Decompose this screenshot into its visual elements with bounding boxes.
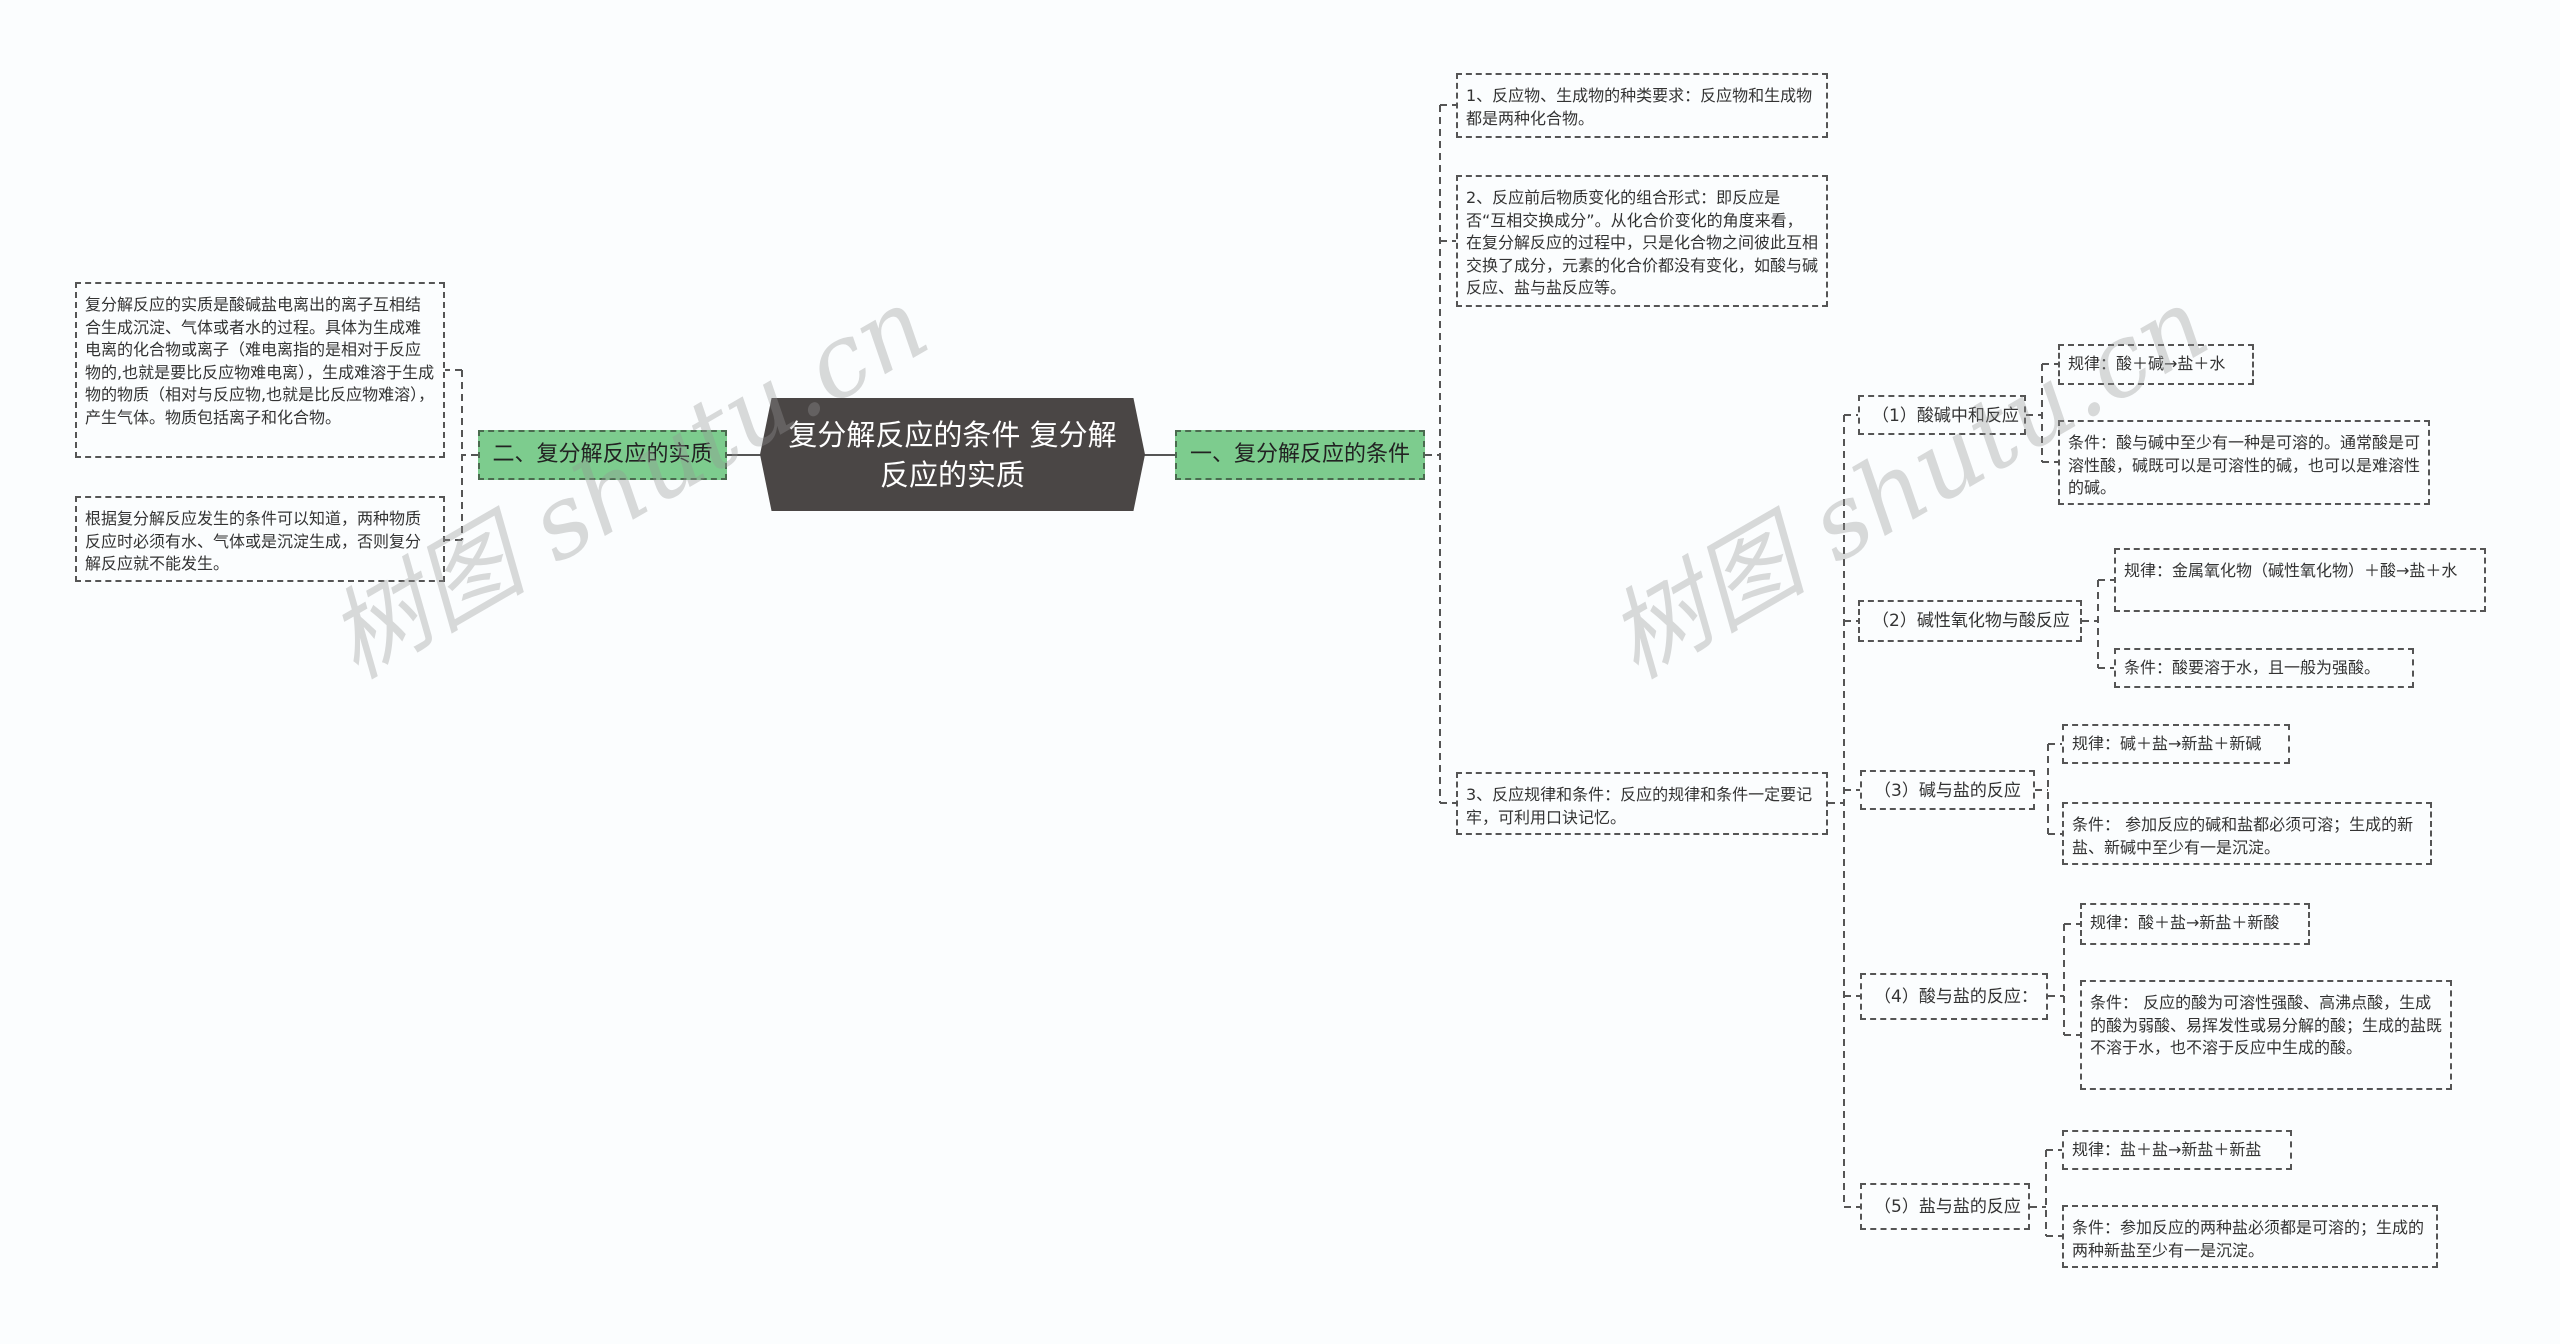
note-text: 1、反应物、生成物的种类要求：反应物和生成物都是两种化合物。 [1466, 86, 1813, 128]
reaction-2-condition[interactable]: 条件：酸要溶于水，且一般为强酸。 [2114, 648, 2414, 688]
reaction-4-condition[interactable]: 条件： 反应的酸为可溶性强酸、高沸点酸，生成的酸为弱酸、易挥发性或易分解的酸；生… [2080, 980, 2452, 1090]
reaction-node-1[interactable]: （1）酸碱中和反应 [1858, 395, 2026, 435]
condition-text: 条件：酸要溶于水，且一般为强酸。 [2124, 658, 2381, 677]
essence-note-1[interactable]: 复分解反应的实质是酸碱盐电离出的离子互相结合生成沉淀、气体或者水的过程。具体为生… [75, 282, 445, 458]
condition-note-2[interactable]: 2、反应前后物质变化的组合形式：即反应是否“互相交换成分”。从化合价变化的角度来… [1456, 175, 1828, 307]
reaction-3-rule[interactable]: 规律：碱＋盐→新盐＋新碱 [2062, 724, 2290, 764]
reaction-node-2[interactable]: （2）碱性氧化物与酸反应 [1858, 600, 2082, 642]
rule-text: 规律：盐＋盐→新盐＋新盐 [2072, 1140, 2262, 1159]
reaction-label: （3）碱与盐的反应 [1874, 781, 2021, 801]
rule-text: 规律：金属氧化物（碱性氧化物）＋酸→盐＋水 [2124, 561, 2458, 580]
reaction-5-condition[interactable]: 条件：参加反应的两种盐必须都是可溶的；生成的两种新盐至少有一是沉淀。 [2062, 1205, 2438, 1268]
branch-node-conditions[interactable]: 一、复分解反应的条件 [1175, 430, 1425, 480]
root-node[interactable]: 复分解反应的条件 复分解反应的实质 [760, 398, 1145, 511]
condition-text: 条件：参加反应的两种盐必须都是可溶的；生成的两种新盐至少有一是沉淀。 [2072, 1218, 2425, 1260]
condition-text: 条件：酸与碱中至少有一种是可溶的。通常酸是可溶性酸，碱既可以是可溶性的碱，也可以… [2068, 433, 2421, 497]
condition-text: 条件： 反应的酸为可溶性强酸、高沸点酸，生成的酸为弱酸、易挥发性或易分解的酸；生… [2090, 993, 2443, 1057]
reaction-label: （4）酸与盐的反应： [1874, 987, 2038, 1007]
reaction-node-4[interactable]: （4）酸与盐的反应： [1860, 973, 2048, 1020]
reaction-4-rule[interactable]: 规律：酸＋盐→新盐＋新酸 [2080, 903, 2310, 945]
reaction-label: （5）盐与盐的反应 [1874, 1197, 2021, 1217]
rule-text: 规律：酸＋碱→盐＋水 [2068, 354, 2226, 373]
rule-text: 规律：酸＋盐→新盐＋新酸 [2090, 913, 2280, 932]
branch-node-essence[interactable]: 二、复分解反应的实质 [478, 430, 727, 480]
reaction-1-condition[interactable]: 条件：酸与碱中至少有一种是可溶的。通常酸是可溶性酸，碱既可以是可溶性的碱，也可以… [2058, 420, 2430, 505]
reaction-label: （2）碱性氧化物与酸反应 [1872, 611, 2070, 631]
reaction-label: （1）酸碱中和反应 [1872, 406, 2019, 426]
note-text: 2、反应前后物质变化的组合形式：即反应是否“互相交换成分”。从化合价变化的角度来… [1466, 188, 1819, 297]
condition-note-1[interactable]: 1、反应物、生成物的种类要求：反应物和生成物都是两种化合物。 [1456, 73, 1828, 138]
reaction-node-5[interactable]: （5）盐与盐的反应 [1860, 1183, 2030, 1230]
reaction-2-rule[interactable]: 规律：金属氧化物（碱性氧化物）＋酸→盐＋水 [2114, 548, 2486, 612]
note-text: 3、反应规律和条件：反应的规律和条件一定要记牢，可利用口诀记忆。 [1466, 785, 1813, 827]
root-title: 复分解反应的条件 复分解反应的实质 [788, 417, 1117, 492]
reaction-5-rule[interactable]: 规律：盐＋盐→新盐＋新盐 [2062, 1130, 2292, 1170]
rule-text: 规律：碱＋盐→新盐＋新碱 [2072, 734, 2262, 753]
essence-note-2[interactable]: 根据复分解反应发生的条件可以知道，两种物质反应时必须有水、气体或是沉淀生成，否则… [75, 496, 445, 582]
branch-label: 一、复分解反应的条件 [1189, 442, 1410, 467]
reaction-1-rule[interactable]: 规律：酸＋碱→盐＋水 [2058, 344, 2254, 385]
condition-note-3[interactable]: 3、反应规律和条件：反应的规律和条件一定要记牢，可利用口诀记忆。 [1456, 772, 1828, 835]
condition-text: 条件： 参加反应的碱和盐都必须可溶；生成的新盐、新碱中至少有一是沉淀。 [2072, 815, 2414, 857]
branch-label: 二、复分解反应的实质 [492, 442, 713, 467]
note-text: 根据复分解反应发生的条件可以知道，两种物质反应时必须有水、气体或是沉淀生成，否则… [85, 509, 422, 573]
reaction-3-condition[interactable]: 条件： 参加反应的碱和盐都必须可溶；生成的新盐、新碱中至少有一是沉淀。 [2062, 802, 2432, 865]
note-text: 复分解反应的实质是酸碱盐电离出的离子互相结合生成沉淀、气体或者水的过程。具体为生… [85, 295, 435, 427]
reaction-node-3[interactable]: （3）碱与盐的反应 [1860, 770, 2035, 810]
